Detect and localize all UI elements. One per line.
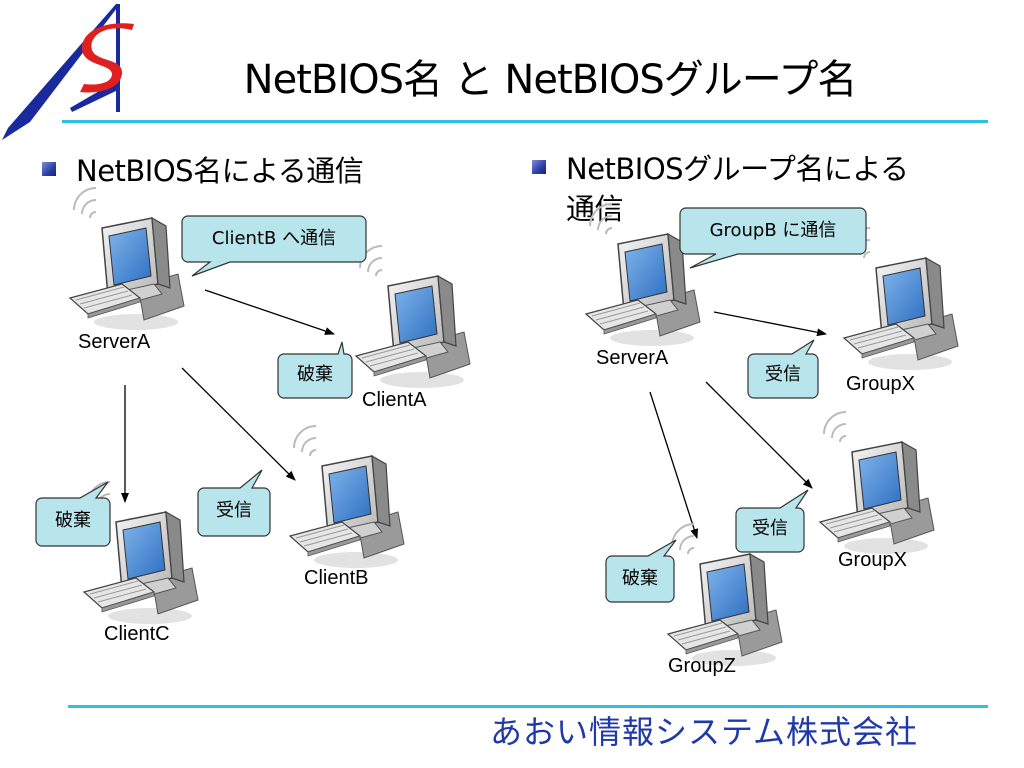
bullet-icon [42,162,56,176]
company-name: あおい情報システム株式会社 [490,713,919,751]
top-divider [62,120,988,123]
node-label-clientb: ClientB [304,567,369,589]
callout-groupx2-text: 受信 [752,518,788,539]
node-label-groupx1: GroupX [846,373,915,395]
callout-groupz-text: 破棄 [622,568,658,589]
computer-icon [69,187,185,331]
node-label-servera-right: ServerA [596,347,669,369]
callout-groupx1 [747,339,819,399]
node-label-clienta: ClientA [362,389,427,411]
computer-icon [289,425,405,569]
node-label-servera-left: ServerA [78,331,151,353]
callout-clientb [197,469,271,537]
callout-groupz [605,539,677,603]
callout-send-left [181,215,367,277]
callout-clienta [277,341,353,399]
arrow-server-to-groupx1 [713,311,827,337]
callout-send-right-text: GroupB に通信 [709,220,837,241]
arrow-server-to-groupz [649,391,699,539]
callout-clientb-text: 受信 [216,500,252,521]
right-heading-line1: NetBIOSグループ名による [566,152,909,186]
computer-icon [819,411,935,555]
callout-send-left-text: ClientB へ通信 [211,228,337,249]
arrow-server-to-clientb [181,367,296,481]
arrow-server-to-groupx2 [705,381,813,489]
bullet-icon [532,160,546,174]
left-heading: NetBIOS名による通信 [76,154,364,188]
callout-clientc [35,481,111,547]
node-label-groupz: GroupZ [668,655,736,677]
callout-groupx1-text: 受信 [765,364,801,385]
right-heading-line2: 通信 [566,192,624,226]
node-label-clientc: ClientC [104,623,170,645]
logo-s-mark [80,23,134,93]
company-logo [2,4,134,140]
bottom-divider [68,705,988,708]
callout-groupx2 [735,489,809,553]
page-title: NetBIOS名 と NetBIOSグループ名 [243,57,858,103]
computer-icon [355,245,471,389]
callout-clientc-text: 破棄 [55,510,91,531]
node-label-groupx2: GroupX [838,549,907,571]
callout-send-right [679,207,867,269]
arrow-server-to-clienta [204,289,335,335]
callout-clienta-text: 破棄 [297,364,333,385]
